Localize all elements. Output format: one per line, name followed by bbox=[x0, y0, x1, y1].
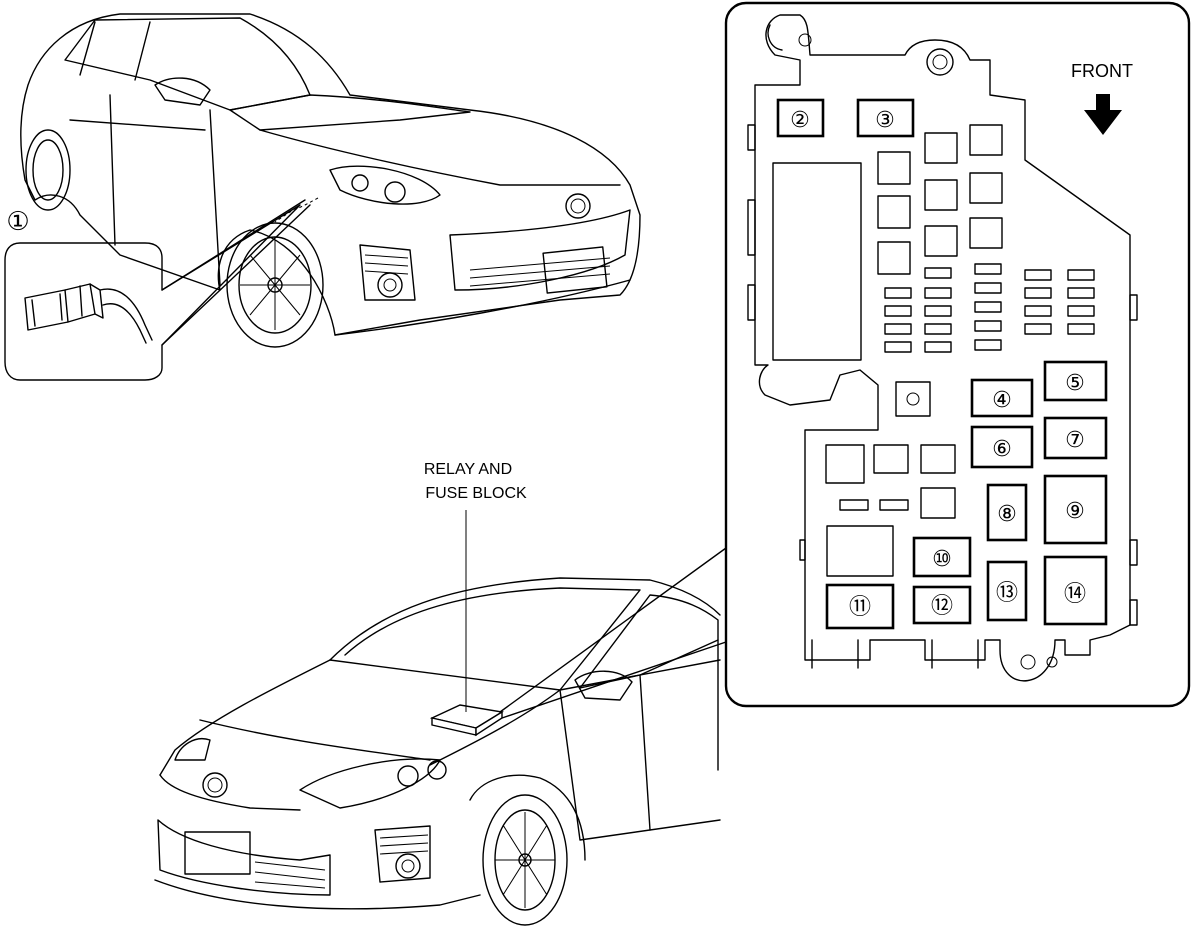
connector-callout bbox=[4, 199, 311, 381]
zoom-line-upper bbox=[499, 547, 727, 713]
relay-position-11 bbox=[825, 583, 895, 630]
fuse-block-detail-panel: FRONT bbox=[724, 1, 1191, 708]
relay-position-9-label: ⑨ bbox=[1065, 499, 1085, 524]
relay-position-5-label: ⑤ bbox=[1065, 371, 1085, 396]
front-arrow-icon bbox=[1084, 94, 1122, 135]
relay-position-14-label: ⑭ bbox=[1064, 582, 1086, 607]
relay-position-8 bbox=[986, 483, 1028, 542]
relay-position-2-label: ② bbox=[790, 108, 810, 133]
relay-position-13 bbox=[986, 560, 1028, 622]
relay-position-12 bbox=[912, 585, 972, 625]
connector-plug-icon bbox=[24, 283, 153, 344]
relay-position-3-label: ③ bbox=[875, 108, 895, 133]
relay-position-4 bbox=[970, 378, 1034, 418]
relay-position-3 bbox=[856, 98, 915, 138]
relay-position-13-label: ⑬ bbox=[996, 581, 1018, 606]
callout-1-label: ① bbox=[6, 207, 29, 237]
relay-position-9 bbox=[1043, 474, 1108, 545]
relay-position-4-label: ④ bbox=[992, 388, 1012, 413]
relay-position-12-label: ⑫ bbox=[931, 594, 953, 619]
relay-position-10-label: ⑩ bbox=[932, 547, 952, 572]
front-label: FRONT bbox=[1071, 61, 1133, 81]
relay-label-line1: RELAY AND bbox=[424, 461, 512, 478]
relay-position-10 bbox=[912, 536, 972, 578]
relay-position-2 bbox=[776, 98, 825, 138]
relay-label-line2: FUSE BLOCK bbox=[425, 485, 527, 502]
relay-position-6 bbox=[970, 425, 1034, 469]
relay-position-6-label: ⑥ bbox=[992, 437, 1012, 462]
top-car-illustration bbox=[20, 13, 641, 348]
relay-position-7 bbox=[1043, 416, 1108, 460]
zoom-line-lower bbox=[501, 641, 727, 719]
relay-position-5 bbox=[1043, 360, 1108, 402]
relay-position-8-label: ⑧ bbox=[997, 502, 1017, 527]
bottom-car-illustration bbox=[154, 577, 721, 926]
relay-position-11-label: ⑪ bbox=[849, 595, 871, 620]
relay-position-7-label: ⑦ bbox=[1065, 428, 1085, 453]
mini-fuse-grid bbox=[884, 263, 1095, 353]
relay-position-14 bbox=[1043, 555, 1108, 626]
